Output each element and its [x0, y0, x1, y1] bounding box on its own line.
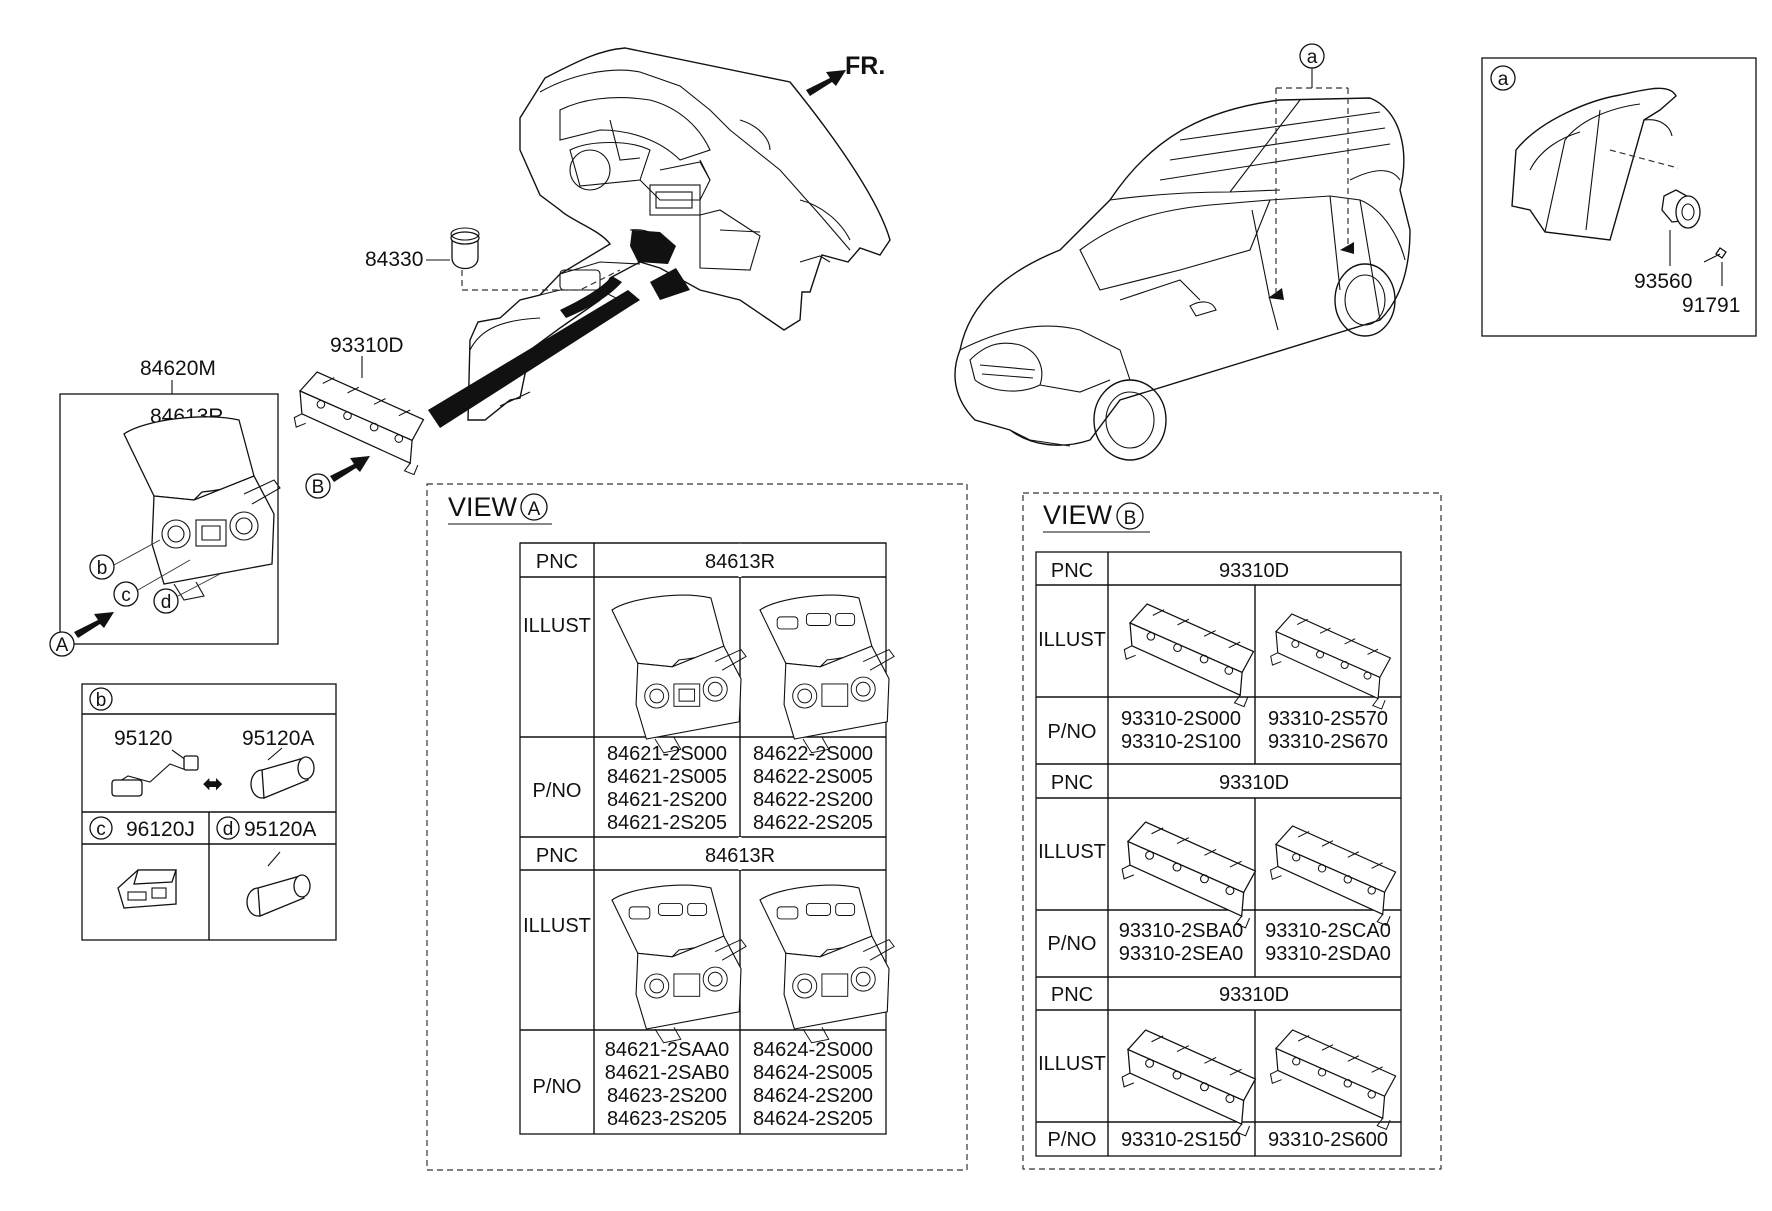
view-a-pno-1-right-0: 84622-2S000 — [753, 743, 873, 765]
view-b-illust-label-1: ILLUST — [1038, 629, 1106, 651]
view-b-illust-3b — [1269, 1029, 1397, 1130]
detail-box-bcd: b 95120 95120A ⬌ c 96120J d 95120A — [81, 683, 337, 941]
view-a-pno-2-right-0: 84624-2S000 — [753, 1039, 873, 1061]
view-b-pnc-3: 93310D — [1219, 984, 1289, 1006]
view-a-pnc-label-1: PNC — [536, 551, 578, 573]
part-number-95120A-bottom: 95120A — [244, 818, 316, 841]
part-number-95120: 95120 — [114, 727, 172, 750]
swap-arrow: ⬌ — [203, 770, 224, 798]
view-a-illust-2a — [611, 884, 747, 1044]
part-84330-illustration: 84330 — [365, 227, 621, 291]
assembly-84620M: 84620M 84613R b c d — [59, 357, 281, 645]
view-b-marker: B — [1124, 508, 1137, 529]
view-b-arrow: B — [305, 456, 370, 499]
view-a-pnc-2: 84613R — [705, 845, 775, 867]
detail-a-header: a — [1498, 69, 1509, 90]
view-a-pno-1-left-3: 84621-2S205 — [607, 812, 727, 834]
dashboard-illustration — [428, 47, 891, 428]
view-b-pnc-2: 93310D — [1219, 772, 1289, 794]
view-b-illust-1a — [1123, 603, 1255, 708]
part-number-91791: 91791 — [1682, 294, 1740, 317]
view-a-pno-label-2: P/NO — [533, 1076, 582, 1098]
view-b-pno-2-right-1: 93310-2SDA0 — [1265, 943, 1391, 965]
view-a-illust-label-1: ILLUST — [523, 615, 591, 637]
view-a-pno-1-left-0: 84621-2S000 — [607, 743, 727, 765]
part-number-95120A-top: 95120A — [242, 727, 314, 750]
view-b-pno-label-3: P/NO — [1048, 1129, 1097, 1151]
view-b-title: VIEW — [1043, 500, 1113, 530]
view-b-pno-2-left-0: 93310-2SBA0 — [1119, 920, 1244, 942]
socket-95120A-bottom-illustration — [246, 851, 311, 917]
part-number-96120J: 96120J — [126, 818, 195, 841]
front-direction-indicator: FR. — [806, 52, 885, 96]
usb-jack-96120J-illustration — [117, 869, 177, 909]
view-b-illust-label-2: ILLUST — [1038, 841, 1106, 863]
view-a-pno-1-right-2: 84622-2S200 — [753, 789, 873, 811]
marker-c: c — [121, 585, 131, 606]
view-a-arrow: A — [49, 612, 114, 657]
detail-d-header: d — [223, 819, 234, 840]
view-b-pnc-label-1: PNC — [1051, 560, 1093, 582]
view-b-pno-3-left-0: 93310-2S150 — [1121, 1129, 1241, 1151]
part-number-93310D: 93310D — [330, 334, 404, 357]
part-93310D-illustration: 93310D — [293, 334, 425, 476]
view-b-illust-1b — [1270, 613, 1391, 710]
marker-A: A — [56, 635, 69, 656]
view-a-marker: A — [528, 499, 541, 520]
view-b-pno-2-right-0: 93310-2SCA0 — [1265, 920, 1391, 942]
detail-box-a: a 93560 91791 — [1481, 57, 1757, 337]
view-a-pno-2-right-1: 84624-2S005 — [753, 1062, 873, 1084]
view-a-pno-2-left-1: 84621-2SAB0 — [605, 1062, 730, 1084]
marker-b: b — [97, 558, 108, 579]
view-a-pno-1-left-2: 84621-2S200 — [607, 789, 727, 811]
view-b-illust-2a — [1121, 821, 1257, 929]
view-b-panel: VIEW B PNC 93310D ILLUST P/NO 93310-2S00… — [1022, 492, 1442, 1170]
view-b-pno-2-left-1: 93310-2SEA0 — [1119, 943, 1244, 965]
view-b-pnc-label-2: PNC — [1051, 772, 1093, 794]
view-b-pno-1-left-1: 93310-2S100 — [1121, 731, 1241, 753]
view-a-pnc-label-2: PNC — [536, 845, 578, 867]
socket-95120A-top-illustration — [250, 747, 315, 799]
view-b-pno-1-right-1: 93310-2S670 — [1268, 731, 1388, 753]
view-a-pno-2-right-3: 84624-2S205 — [753, 1108, 873, 1130]
view-b-pno-3-right-0: 93310-2S600 — [1268, 1129, 1388, 1151]
part-number-84620M: 84620M — [140, 357, 216, 380]
part-number-93560: 93560 — [1634, 270, 1692, 293]
view-a-pnc-1: 84613R — [705, 551, 775, 573]
view-a-illust-1a — [611, 594, 747, 754]
view-b-pno-1-right-0: 93310-2S570 — [1268, 708, 1388, 730]
view-b-pnc-1: 93310D — [1219, 560, 1289, 582]
view-a-pno-1-right-1: 84622-2S005 — [753, 766, 873, 788]
detail-b-header: b — [96, 690, 107, 711]
view-b-pno-1-left-0: 93310-2S000 — [1121, 708, 1241, 730]
vehicle-exterior-illustration: a — [954, 43, 1411, 461]
front-direction-label: FR. — [845, 52, 885, 80]
marker-B: B — [312, 477, 325, 498]
view-a-pno-2-left-2: 84623-2S200 — [607, 1085, 727, 1107]
detail-c-header: c — [96, 819, 106, 840]
view-b-pnc-label-3: PNC — [1051, 984, 1093, 1006]
view-a-illust-2b — [759, 884, 895, 1044]
marker-d: d — [161, 592, 172, 613]
view-b-pno-label-2: P/NO — [1048, 933, 1097, 955]
view-a-panel: VIEW A PNC 84613R ILLUST P/NO 84621-2S00… — [426, 483, 968, 1171]
view-a-title: VIEW — [448, 492, 518, 522]
cable-95120-illustration — [111, 755, 199, 797]
view-b-illust-label-3: ILLUST — [1038, 1053, 1106, 1075]
view-a-illust-1b — [759, 594, 895, 754]
view-a-illust-label-2: ILLUST — [523, 915, 591, 937]
view-a-pno-2-left-0: 84621-2SAA0 — [605, 1039, 730, 1061]
part-number-84330: 84330 — [365, 248, 423, 271]
view-a-pno-1-left-1: 84621-2S005 — [607, 766, 727, 788]
view-b-illust-3a — [1121, 1029, 1257, 1137]
view-a-pno-2-left-3: 84623-2S205 — [607, 1108, 727, 1130]
marker-a: a — [1307, 47, 1318, 68]
view-a-pno-1-right-3: 84622-2S205 — [753, 812, 873, 834]
part-93560-illustration — [1661, 189, 1701, 229]
view-a-pno-2-right-2: 84624-2S200 — [753, 1085, 873, 1107]
view-b-pno-label-1: P/NO — [1048, 721, 1097, 743]
view-a-pno-label-1: P/NO — [533, 780, 582, 802]
part-91791-illustration — [1703, 247, 1727, 263]
